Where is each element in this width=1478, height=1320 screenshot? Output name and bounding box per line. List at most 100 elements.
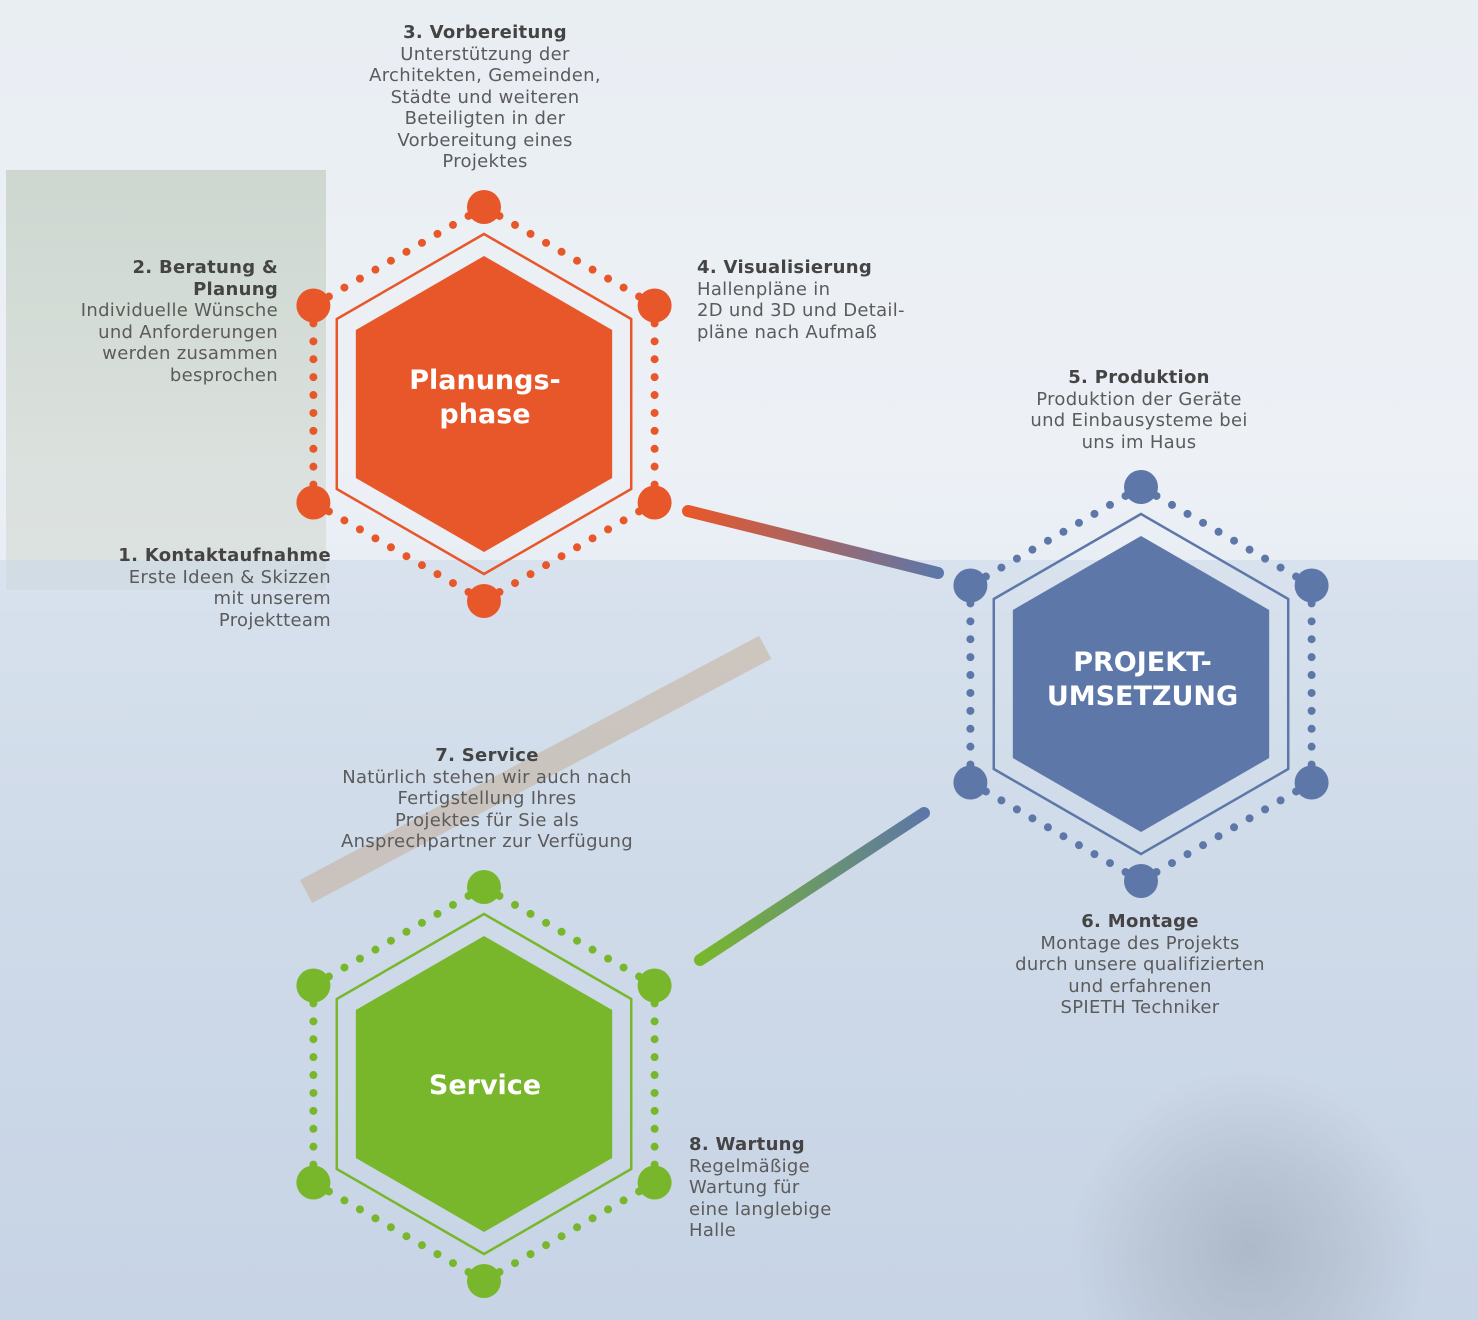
step-title: 1. Kontaktaufnahme: [118, 545, 331, 566]
ring-dot: [1230, 823, 1239, 832]
ring-dot: [1307, 724, 1316, 733]
step-4: 4. Visualisierung Hallenpläne in 2D und …: [697, 257, 997, 343]
hexagon-umsetzung: [953, 470, 1329, 898]
step-title: 7. Service: [435, 745, 539, 766]
ring-dot: [309, 337, 318, 346]
ring-dot: [386, 256, 395, 265]
ring-dot: [511, 579, 520, 588]
ring-dot: [966, 706, 975, 715]
vertex-dot: [637, 968, 672, 1003]
ring-dot: [966, 724, 975, 733]
ring-dot: [1245, 814, 1254, 823]
ring-dot: [402, 1232, 411, 1241]
ring-dot: [1074, 841, 1083, 850]
ring-dot: [355, 525, 364, 534]
ring-dot: [1199, 518, 1208, 527]
ring-dot: [309, 355, 318, 364]
ring-dot: [309, 1142, 318, 1151]
ring-dot: [542, 918, 551, 927]
ring-dot: [371, 945, 380, 954]
connector-planung-umsetzung: [682, 505, 944, 579]
ring-dot: [997, 563, 1006, 572]
step-title: 2. Beratung & Planung: [132, 257, 278, 300]
ring-dot: [1261, 805, 1270, 814]
hexagon-fill: [1012, 536, 1270, 832]
ring-dot: [309, 426, 318, 435]
ring-dot: [386, 1223, 395, 1232]
ring-dot: [1245, 545, 1254, 554]
ring-dot: [1307, 617, 1316, 626]
step-text: Unterstützung der Architekten, Gemeinden…: [369, 43, 601, 173]
ring-dot: [650, 1035, 659, 1044]
ring-dot: [604, 525, 613, 534]
step-7: 7. Service Natürlich stehen wir auch nac…: [297, 745, 677, 853]
hexagon-label-service: Service: [428, 1070, 542, 1101]
ring-dot: [557, 927, 566, 936]
ring-dot: [433, 229, 442, 238]
ring-dot: [309, 1017, 318, 1026]
ring-dot: [1276, 796, 1285, 805]
ring-dot: [433, 1250, 442, 1259]
ring-dot: [588, 1214, 597, 1223]
step-text: Produktion der Geräte und Einbausysteme …: [1030, 388, 1248, 453]
vertex-dot: [637, 485, 672, 520]
ring-dot: [1199, 841, 1208, 850]
ring-dot: [355, 274, 364, 283]
ring-dot: [650, 1071, 659, 1080]
ring-dot: [1074, 518, 1083, 527]
ring-dot: [340, 283, 349, 292]
step-title: 4. Visualisierung: [697, 257, 873, 278]
vertex-dot: [467, 870, 501, 904]
ring-dot: [371, 1214, 380, 1223]
ring-dot: [1214, 832, 1223, 841]
ring-dot: [355, 1205, 364, 1214]
ring-dot: [1012, 554, 1021, 563]
vertex-dot: [1294, 765, 1329, 800]
ring-dot: [309, 373, 318, 382]
ring-dot: [433, 570, 442, 579]
ring-dot: [588, 945, 597, 954]
ring-dot: [309, 1071, 318, 1080]
ring-dot: [1261, 554, 1270, 563]
ring-dot: [1043, 823, 1052, 832]
ring-dot: [355, 954, 364, 963]
connector-umsetzung-service: [694, 807, 930, 966]
ring-dot: [650, 408, 659, 417]
step-6: 6. Montage Montage des Projekts durch un…: [975, 911, 1305, 1019]
ring-dot: [417, 561, 426, 570]
ring-dot: [604, 954, 613, 963]
ring-dot: [371, 265, 380, 274]
step-title: 5. Produktion: [1068, 367, 1210, 388]
ring-dot: [526, 1250, 535, 1259]
vertex-dot: [953, 568, 988, 603]
ring-dot: [1059, 832, 1068, 841]
ring-dot: [340, 1196, 349, 1205]
step-text: Regelmäßige Wartung für eine langlebige …: [689, 1155, 832, 1242]
ring-dot: [573, 256, 582, 265]
hexagon-planung: [296, 190, 672, 618]
ring-dot: [650, 1142, 659, 1151]
ring-dot: [309, 391, 318, 400]
step-text: Natürlich stehen wir auch nach Fertigste…: [341, 766, 633, 853]
ring-dot: [650, 1124, 659, 1133]
ring-dot: [526, 229, 535, 238]
hexagon-fill: [355, 256, 613, 552]
hexagon-outline: [335, 912, 633, 1256]
vertex-dot: [296, 968, 331, 1003]
step-text: Montage des Projekts durch unsere qualif…: [1015, 932, 1265, 1019]
ring-dot: [386, 543, 395, 552]
ring-dot: [309, 1106, 318, 1115]
ring-dot: [650, 337, 659, 346]
ring-dot: [417, 238, 426, 247]
step-text: Erste Ideen & Skizzen mit unserem Projek…: [128, 566, 331, 631]
ring-dot: [340, 963, 349, 972]
ring-dot: [557, 247, 566, 256]
ring-dot: [448, 579, 457, 588]
step-text: Individuelle Wünsche und Anforderungen w…: [80, 300, 278, 386]
ring-dot: [1307, 688, 1316, 697]
vertex-dot: [953, 765, 988, 800]
ring-dot: [604, 274, 613, 283]
ring-dot: [417, 918, 426, 927]
ring-dot: [650, 373, 659, 382]
